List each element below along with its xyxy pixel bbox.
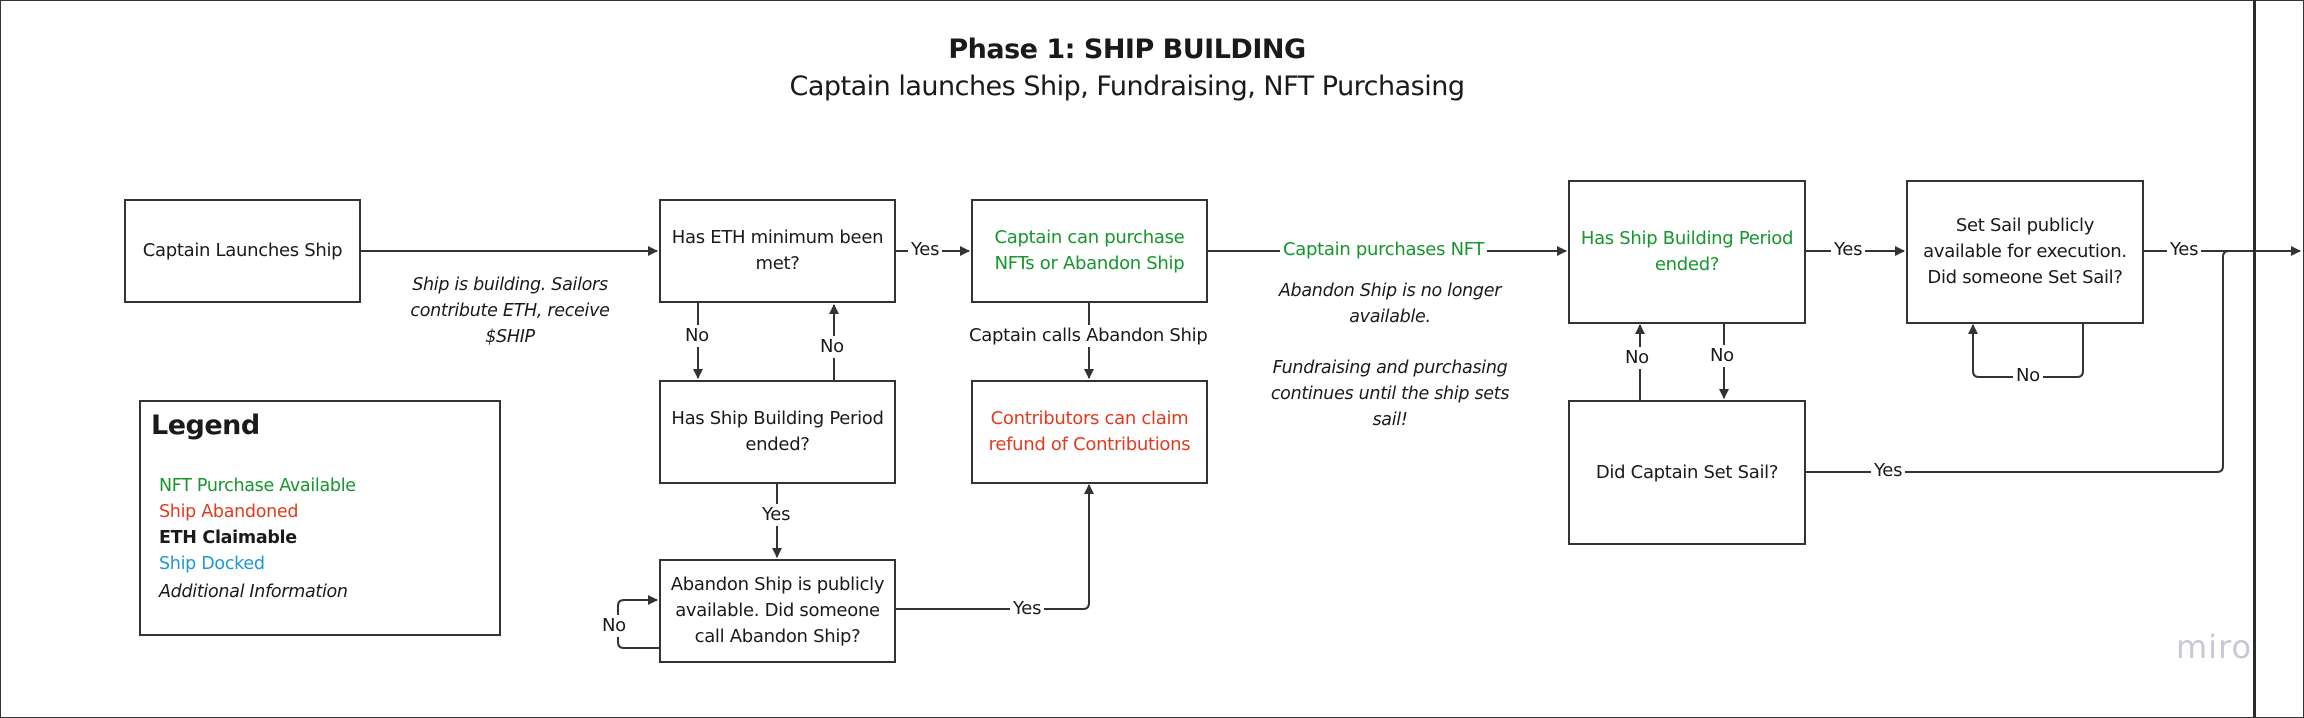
node-building-period-2[interactable]: Has Ship Building Period ended? <box>1568 180 1806 324</box>
node-label: Abandon Ship is publicly available. Did … <box>670 574 885 647</box>
node-captain-options[interactable]: Captain can purchase NFTs or Abandon Shi… <box>971 199 1208 303</box>
node-refund[interactable]: Contributors can claim refund of Contrib… <box>971 380 1208 484</box>
node-label: Captain can purchase NFTs or Abandon Shi… <box>994 227 1185 274</box>
edge-abandon-yes-to-refund <box>895 484 1094 610</box>
node-label: Set Sail publicly available for executio… <box>1923 215 2127 288</box>
edge-label-yes: Yes <box>1871 460 1906 482</box>
node-captain-launches-ship[interactable]: Captain Launches Ship <box>124 199 361 303</box>
edge-label-no: No <box>817 336 847 358</box>
note-ship-building: Ship is building. Sailors contribute ETH… <box>410 275 610 347</box>
legend-item-eth-claimable: ETH Claimable <box>159 528 297 548</box>
edge-label-yes: Yes <box>2167 239 2202 261</box>
edge-label-no: No <box>682 325 712 347</box>
legend-title: Legend <box>151 410 260 441</box>
note-abandon-unavailable: Abandon Ship is no longer available. <box>1278 281 1502 327</box>
node-label: Contributors can claim refund of Contrib… <box>988 408 1191 455</box>
edge-label-no: No <box>602 615 626 637</box>
edge-label-no: No <box>2013 365 2043 387</box>
edge-didsail-yes <box>1805 250 2230 473</box>
node-set-sail-public[interactable]: Set Sail publicly available for executio… <box>1906 180 2144 324</box>
node-building-period[interactable]: Has Ship Building Period ended? <box>659 380 896 484</box>
legend-item-additional-info: Additional Information <box>159 582 348 602</box>
node-label: Captain Launches Ship <box>142 240 343 261</box>
node-label: Has Ship Building Period ended? <box>1580 228 1794 275</box>
legend: Legend NFT Purchase Available Ship Aband… <box>139 400 501 636</box>
page-title: Phase 1: SHIP BUILDING <box>948 34 1306 65</box>
edge-label-no: No <box>1622 347 1652 369</box>
legend-item-ship-docked: Ship Docked <box>159 554 265 574</box>
edge-label-yes: Yes <box>759 504 794 526</box>
note-fundraising-continues: Fundraising and purchasing continues unt… <box>1270 358 1510 430</box>
edge-label-no: No <box>1707 345 1737 367</box>
frame-divider <box>2253 0 2256 718</box>
edge-label-captain-calls-abandon: Captain calls Abandon Ship <box>966 325 1211 347</box>
node-label: Has ETH minimum been met? <box>671 227 884 274</box>
edge-label-yes: Yes <box>1831 239 1866 261</box>
legend-item-nft-purchase: NFT Purchase Available <box>159 476 356 496</box>
node-label: Did Captain Set Sail? <box>1595 461 1779 483</box>
node-label: Has Ship Building Period ended? <box>671 408 884 455</box>
page-subtitle: Captain launches Ship, Fundraising, NFT … <box>789 71 1465 102</box>
legend-item-ship-abandoned: Ship Abandoned <box>159 502 299 522</box>
miro-watermark: miro <box>2176 628 2253 666</box>
node-eth-minimum[interactable]: Has ETH minimum been met? <box>659 199 896 303</box>
edge-label-captain-purchases-nft: Captain purchases NFT <box>1280 239 1488 261</box>
edge-label-yes: Yes <box>1010 598 1045 620</box>
node-abandon-public[interactable]: Abandon Ship is publicly available. Did … <box>659 559 896 663</box>
edge-label-yes: Yes <box>908 239 943 261</box>
node-did-captain-sail[interactable]: Did Captain Set Sail? <box>1568 400 1806 545</box>
